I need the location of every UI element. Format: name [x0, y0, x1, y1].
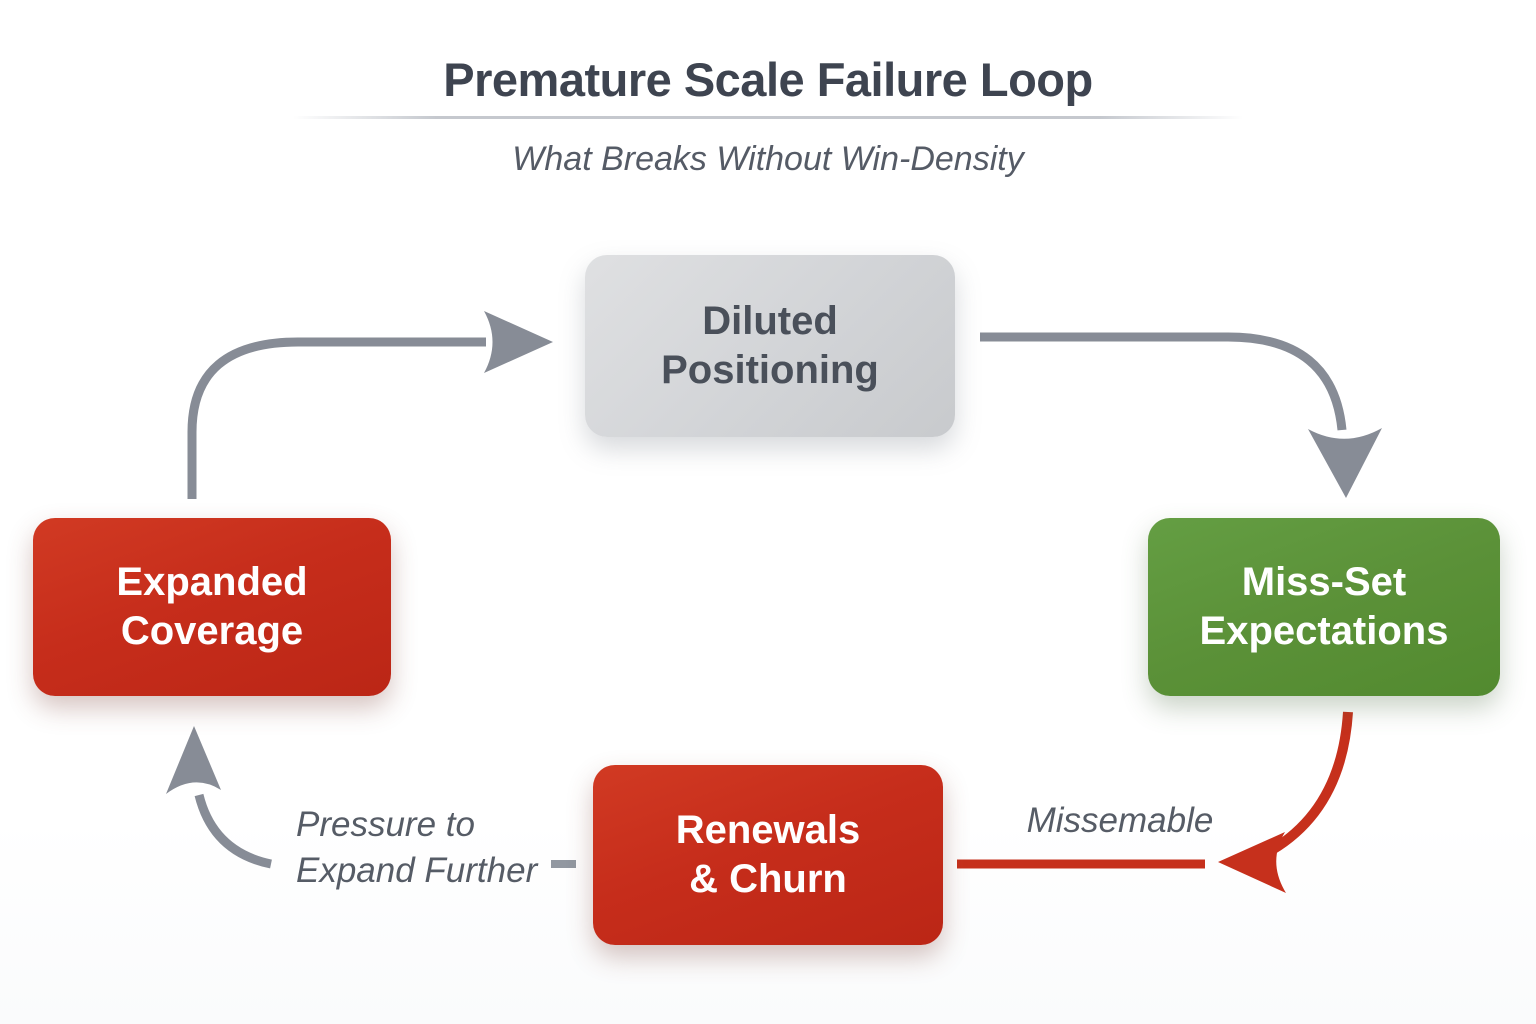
arrowhead-right-icon [484, 311, 553, 373]
arrow-diluted-to-missset [980, 332, 1347, 431]
arrowhead-up-icon [166, 726, 221, 794]
node-label-line: Renewals [675, 808, 861, 853]
edge-label-missemable: Missemable [1026, 801, 1214, 840]
node-label-line: Coverage [120, 609, 304, 653]
node-label-line: Diluted [702, 299, 838, 344]
title-divider [293, 116, 1243, 119]
arrow-renewals-to-expanded [194, 793, 272, 869]
node-label-line: Positioning [661, 348, 879, 392]
node-diluted-positioning: Diluted Positioning [585, 255, 955, 437]
arrowhead-left-icon [1218, 832, 1286, 893]
node-label-line: Expanded [116, 560, 308, 605]
node-label-line: & Churn [689, 857, 847, 901]
node-miss-set-expectations: Miss-Set Expectations [1148, 518, 1500, 696]
edge-label-line: Expand Further [296, 850, 538, 890]
edge-label-pressure-to-expand: Pressure to Expand Further [296, 802, 537, 893]
node-expanded-coverage: Expanded Coverage [33, 518, 391, 696]
node-label-line: Miss-Set [1241, 560, 1407, 605]
edge-label-line: Pressure to [296, 805, 475, 844]
node-renewals-churn: Renewals & Churn [593, 765, 943, 945]
arrowhead-down-icon [1308, 428, 1382, 498]
arrow-expanded-to-diluted [187, 337, 486, 499]
arrow-missset-to-renewals-curve [1269, 711, 1353, 855]
page-title: Premature Scale Failure Loop [443, 53, 1093, 106]
node-label-line: Expectations [1199, 609, 1449, 653]
page-subtitle: What Breaks Without Win-Density [512, 140, 1024, 178]
